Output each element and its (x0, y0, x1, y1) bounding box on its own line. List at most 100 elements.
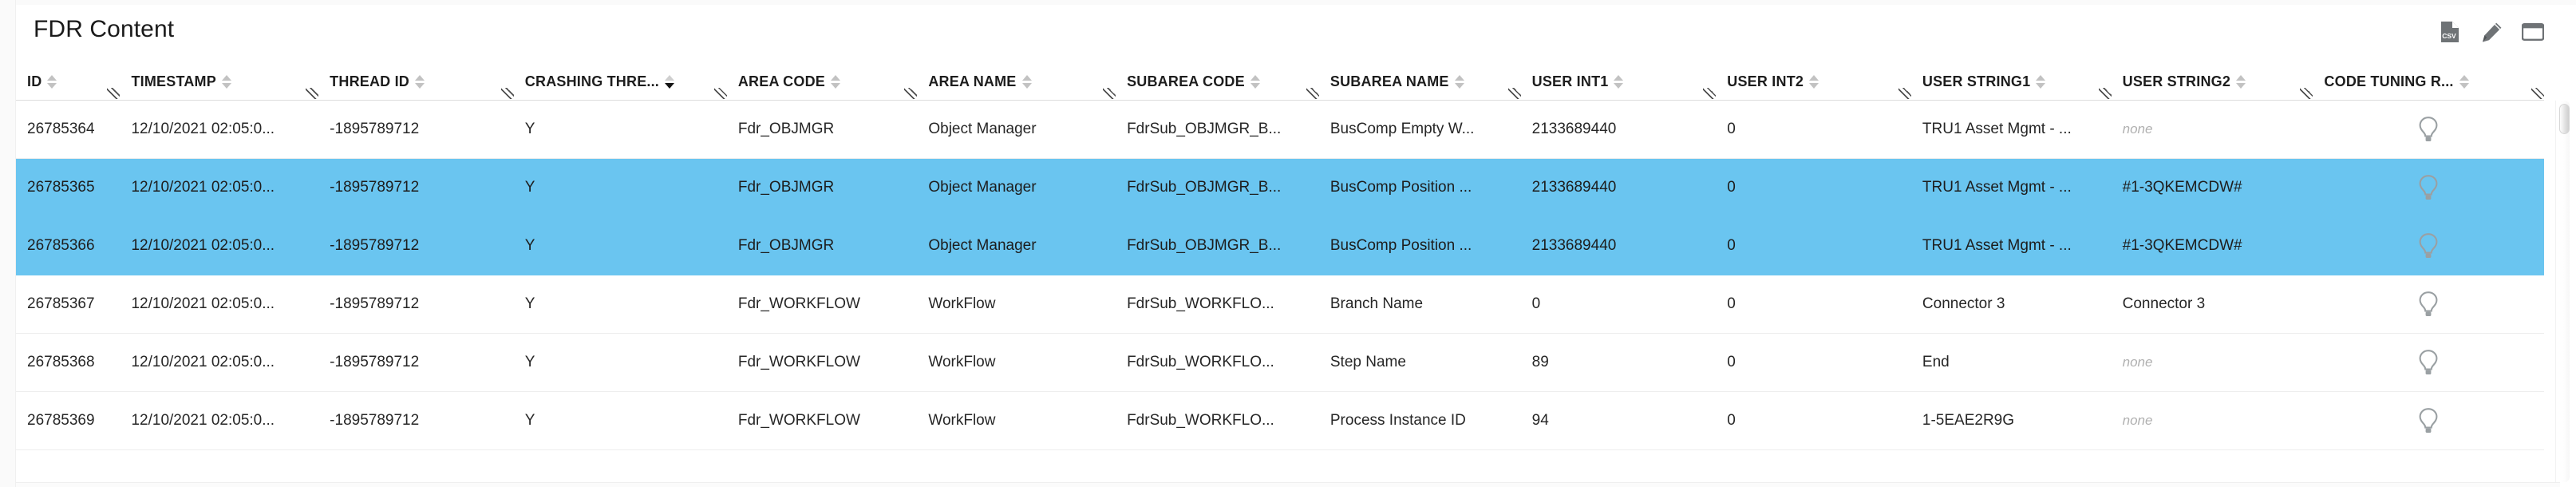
bulb-icon[interactable] (2418, 349, 2439, 376)
sort-toggle-crashing_thre[interactable] (665, 75, 675, 89)
cell-user_int2[interactable]: 0 (1716, 100, 1911, 159)
sort-toggle-user_string1[interactable] (2036, 75, 2046, 89)
cell-user_int2[interactable]: 0 (1716, 333, 1911, 392)
cell-crashing_thre[interactable]: Y (513, 391, 727, 450)
column-header-user_int1[interactable]: USER INT1 (1520, 64, 1717, 101)
cell-code_tuning_r[interactable] (2313, 391, 2544, 450)
cell-user_string2[interactable]: #1-3QKEMCDW# (2111, 216, 2313, 275)
column-header-id[interactable]: ID (16, 64, 121, 101)
cell-subarea_name[interactable]: Process Instance ID (1318, 391, 1521, 450)
cell-user_string1[interactable]: 1-5EAE2R9G (1910, 391, 2112, 450)
export-csv-icon[interactable]: CSV (2439, 21, 2461, 43)
cell-id[interactable]: 26785365 (16, 158, 121, 217)
cell-crashing_thre[interactable]: Y (513, 216, 727, 275)
sort-toggle-area_name[interactable] (1021, 75, 1032, 89)
cell-user_string2[interactable]: none (2111, 391, 2313, 450)
cell-id[interactable]: 26785364 (16, 100, 121, 159)
cell-area_code[interactable]: Fdr_OBJMGR (726, 158, 918, 217)
sort-toggle-subarea_code[interactable] (1250, 75, 1260, 89)
sort-toggle-area_code[interactable] (831, 75, 840, 89)
column-resize-handle[interactable] (2098, 88, 2112, 99)
column-resize-handle[interactable] (2531, 88, 2544, 99)
cell-user_int2[interactable]: 0 (1716, 275, 1911, 334)
cell-thread_id[interactable]: -1895789712 (318, 158, 514, 217)
cell-crashing_thre[interactable]: Y (513, 100, 727, 159)
column-header-user_string2[interactable]: USER STRING2 (2111, 64, 2313, 101)
cell-thread_id[interactable]: -1895789712 (318, 216, 514, 275)
cell-area_name[interactable]: WorkFlow (917, 275, 1116, 334)
column-resize-handle[interactable] (1103, 88, 1116, 99)
cell-timestamp[interactable]: 12/10/2021 02:05:0... (120, 333, 319, 392)
column-header-timestamp[interactable]: TIMESTAMP (120, 64, 319, 101)
cell-user_string2[interactable]: #1-3QKEMCDW# (2111, 158, 2313, 217)
cell-subarea_code[interactable]: FdrSub_OBJMGR_B... (1116, 100, 1319, 159)
sort-toggle-code_tuning_r[interactable] (2459, 75, 2469, 89)
cell-subarea_name[interactable]: Branch Name (1318, 275, 1521, 334)
column-resize-handle[interactable] (1306, 88, 1319, 99)
column-header-crashing_thre[interactable]: CRASHING THRE... (513, 64, 727, 101)
cell-user_int1[interactable]: 2133689440 (1520, 158, 1717, 217)
cell-subarea_code[interactable]: FdrSub_WORKFLO... (1116, 275, 1319, 334)
cell-thread_id[interactable]: -1895789712 (318, 100, 514, 159)
cell-user_string1[interactable]: Connector 3 (1910, 275, 2112, 334)
sort-toggle-user_int2[interactable] (1809, 75, 1819, 89)
cell-code_tuning_r[interactable] (2313, 216, 2544, 275)
cell-area_name[interactable]: WorkFlow (917, 333, 1116, 392)
cell-area_name[interactable]: Object Manager (917, 100, 1116, 159)
cell-area_code[interactable]: Fdr_WORKFLOW (726, 391, 918, 450)
cell-area_code[interactable]: Fdr_WORKFLOW (726, 275, 918, 334)
column-resize-handle[interactable] (713, 88, 727, 99)
sort-toggle-timestamp[interactable] (221, 75, 231, 89)
cell-timestamp[interactable]: 12/10/2021 02:05:0... (120, 158, 319, 217)
cell-code_tuning_r[interactable] (2313, 333, 2544, 392)
cell-thread_id[interactable]: -1895789712 (318, 333, 514, 392)
cell-code_tuning_r[interactable] (2313, 158, 2544, 217)
cell-area_name[interactable]: WorkFlow (917, 391, 1116, 450)
column-header-subarea_code[interactable]: SUBAREA CODE (1116, 64, 1319, 101)
column-resize-handle[interactable] (500, 88, 514, 99)
vertical-scrollbar[interactable] (2555, 101, 2571, 482)
cell-user_int1[interactable]: 89 (1520, 333, 1717, 392)
column-resize-handle[interactable] (1703, 88, 1717, 99)
bulb-icon[interactable] (2418, 116, 2439, 143)
sort-toggle-thread_id[interactable] (414, 75, 425, 89)
cell-user_int2[interactable]: 0 (1716, 391, 1911, 450)
column-header-area_name[interactable]: AREA NAME (917, 64, 1116, 101)
column-header-subarea_name[interactable]: SUBAREA NAME (1318, 64, 1521, 101)
column-resize-handle[interactable] (1507, 88, 1521, 99)
cell-id[interactable]: 26785367 (16, 275, 121, 334)
column-resize-handle[interactable] (2300, 88, 2313, 99)
cell-code_tuning_r[interactable] (2313, 100, 2544, 159)
sort-toggle-user_string2[interactable] (2236, 75, 2246, 89)
column-header-user_int2[interactable]: USER INT2 (1716, 64, 1911, 101)
scrollbar-track[interactable] (2559, 101, 2570, 482)
column-header-user_string1[interactable]: USER STRING1 (1910, 64, 2112, 101)
cell-timestamp[interactable]: 12/10/2021 02:05:0... (120, 100, 319, 159)
cell-user_int2[interactable]: 0 (1716, 216, 1911, 275)
column-header-area_code[interactable]: AREA CODE (726, 64, 918, 101)
cell-user_int2[interactable]: 0 (1716, 158, 1911, 217)
column-resize-handle[interactable] (107, 88, 121, 99)
column-resize-handle[interactable] (1898, 88, 1911, 99)
cell-user_string2[interactable]: none (2111, 100, 2313, 159)
cell-user_string1[interactable]: TRU1 Asset Mgmt - ... (1910, 158, 2112, 217)
bulb-icon[interactable] (2418, 291, 2439, 318)
cell-user_int1[interactable]: 94 (1520, 391, 1717, 450)
bulb-icon[interactable] (2418, 232, 2439, 259)
cell-code_tuning_r[interactable] (2313, 275, 2544, 334)
cell-area_code[interactable]: Fdr_OBJMGR (726, 216, 918, 275)
cell-id[interactable]: 26785368 (16, 333, 121, 392)
cell-area_name[interactable]: Object Manager (917, 216, 1116, 275)
cell-user_int1[interactable]: 2133689440 (1520, 100, 1717, 159)
cell-subarea_name[interactable]: BusComp Position ... (1318, 158, 1521, 217)
cell-user_string2[interactable]: Connector 3 (2111, 275, 2313, 334)
column-resize-handle[interactable] (904, 88, 918, 99)
cell-timestamp[interactable]: 12/10/2021 02:05:0... (120, 216, 319, 275)
cell-user_string2[interactable]: none (2111, 333, 2313, 392)
cell-subarea_code[interactable]: FdrSub_OBJMGR_B... (1116, 216, 1319, 275)
